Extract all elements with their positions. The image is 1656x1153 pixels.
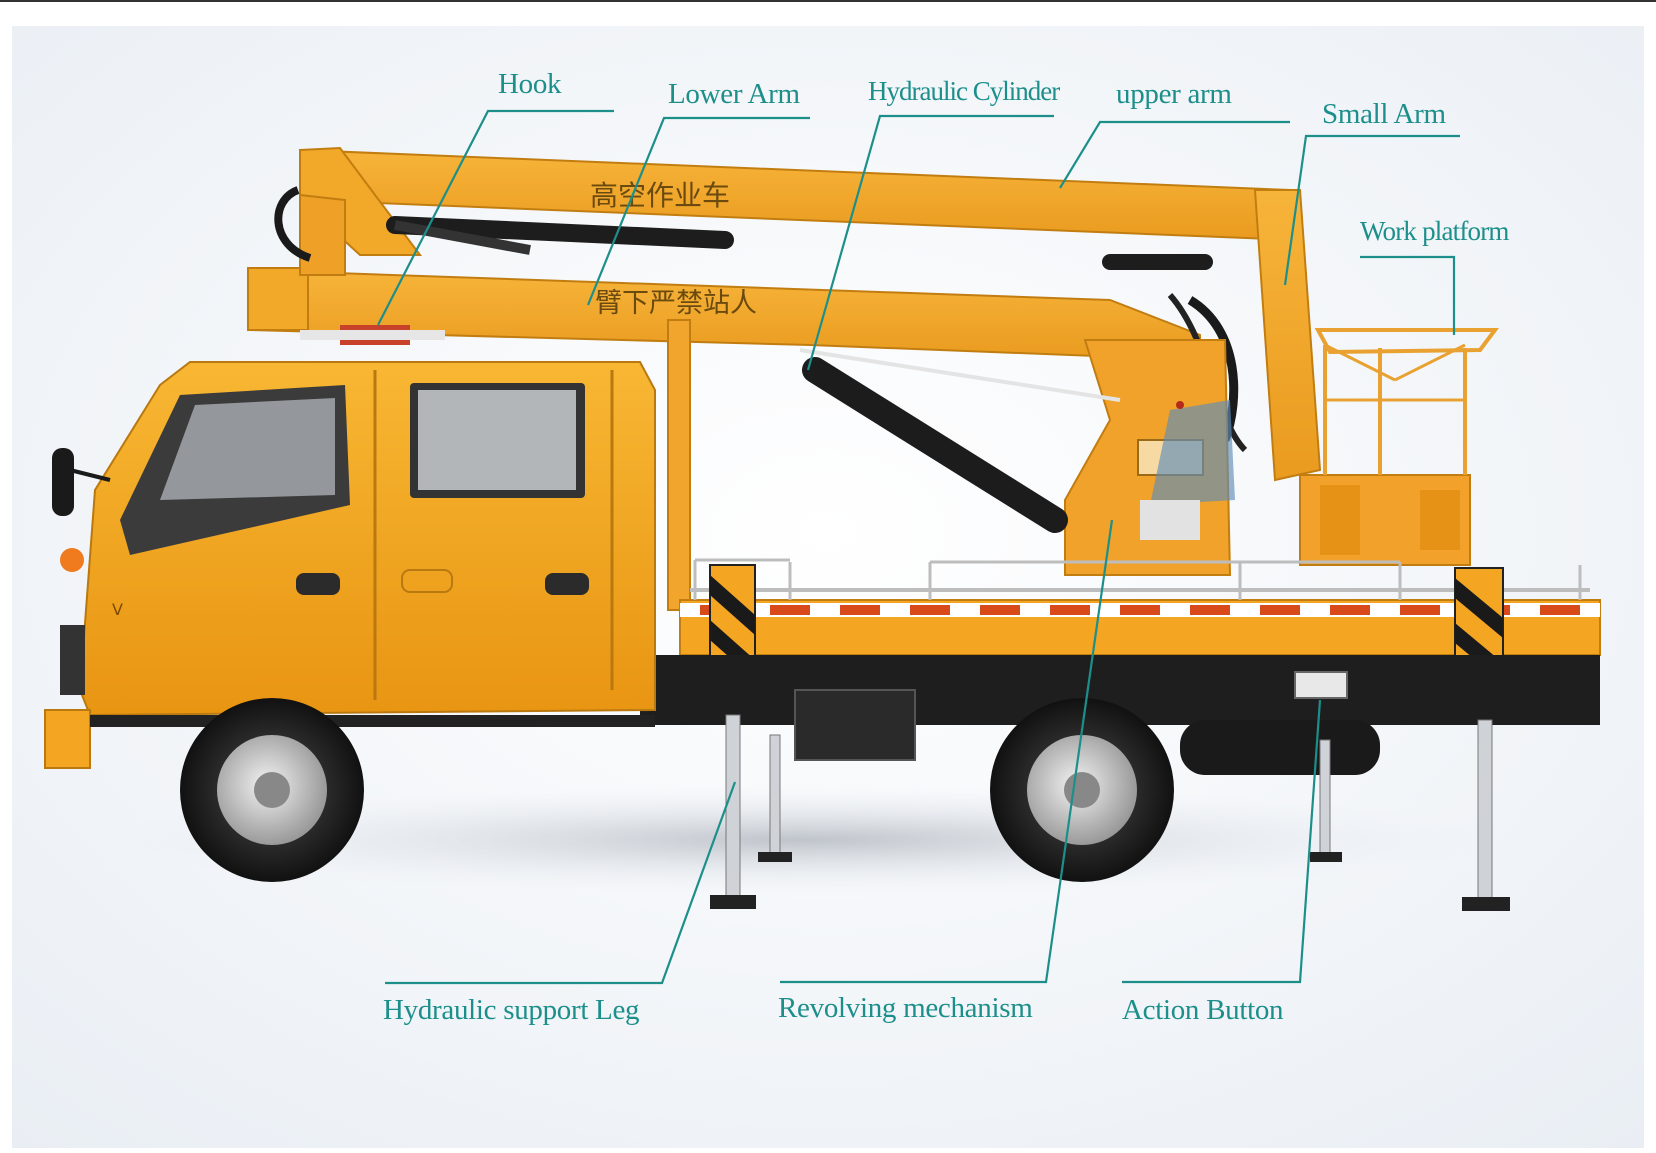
arm-cylinder — [386, 216, 734, 249]
leader-action-button — [1122, 699, 1322, 984]
lower-boom-text: 臂下严禁站人 — [595, 288, 757, 319]
fuel-tank — [1180, 720, 1380, 775]
label-hydraulic-support-leg: Hydraulic support Leg — [383, 994, 640, 1026]
label-hook: Hook — [498, 68, 562, 100]
label-upper-arm: upper arm — [1116, 78, 1232, 110]
rear-wheel — [990, 698, 1174, 882]
callout-lines — [377, 109, 1460, 985]
upper-boom-text: 高空作业车 — [590, 179, 730, 212]
boom-support-post — [667, 319, 691, 611]
boom-link — [299, 193, 346, 276]
leader-small-arm — [1283, 134, 1460, 286]
label-hydraulic-cylinder: Hydraulic Cylinder — [868, 76, 1060, 106]
label-action-button: Action Button — [1122, 994, 1284, 1026]
work-platform — [1299, 328, 1499, 566]
leader-lower-arm — [586, 116, 810, 306]
hose-left — [274, 186, 312, 262]
leader-work-platform — [1360, 255, 1456, 335]
label-lower-arm: Lower Arm — [668, 78, 800, 110]
svg-text:V: V — [112, 600, 123, 619]
lift-cylinder-rod — [799, 348, 1121, 402]
front-wheel — [180, 698, 364, 882]
leader-revolving — [780, 519, 1114, 984]
small-arm — [1253, 189, 1322, 482]
cargo-bed — [679, 558, 1601, 656]
support-legs — [710, 714, 1510, 911]
leader-upper-arm — [1059, 120, 1290, 189]
arm-cylinder-rod — [394, 220, 531, 255]
leader-hook — [377, 109, 614, 326]
truck-cab: V — [44, 361, 656, 769]
leader-support-leg — [385, 781, 737, 985]
action-button-panel — [1294, 671, 1348, 699]
lower-boom-end — [247, 267, 309, 331]
toolbox — [794, 689, 916, 761]
lift-cylinder — [802, 357, 1068, 533]
label-work-platform: Work platform — [1360, 216, 1509, 246]
label-revolving-mechanism: Revolving mechanism — [778, 992, 1033, 1024]
label-small-arm: Small Arm — [1322, 98, 1446, 130]
hook-plate — [300, 330, 445, 340]
leader-hydraulic-cylinder — [806, 114, 1054, 371]
